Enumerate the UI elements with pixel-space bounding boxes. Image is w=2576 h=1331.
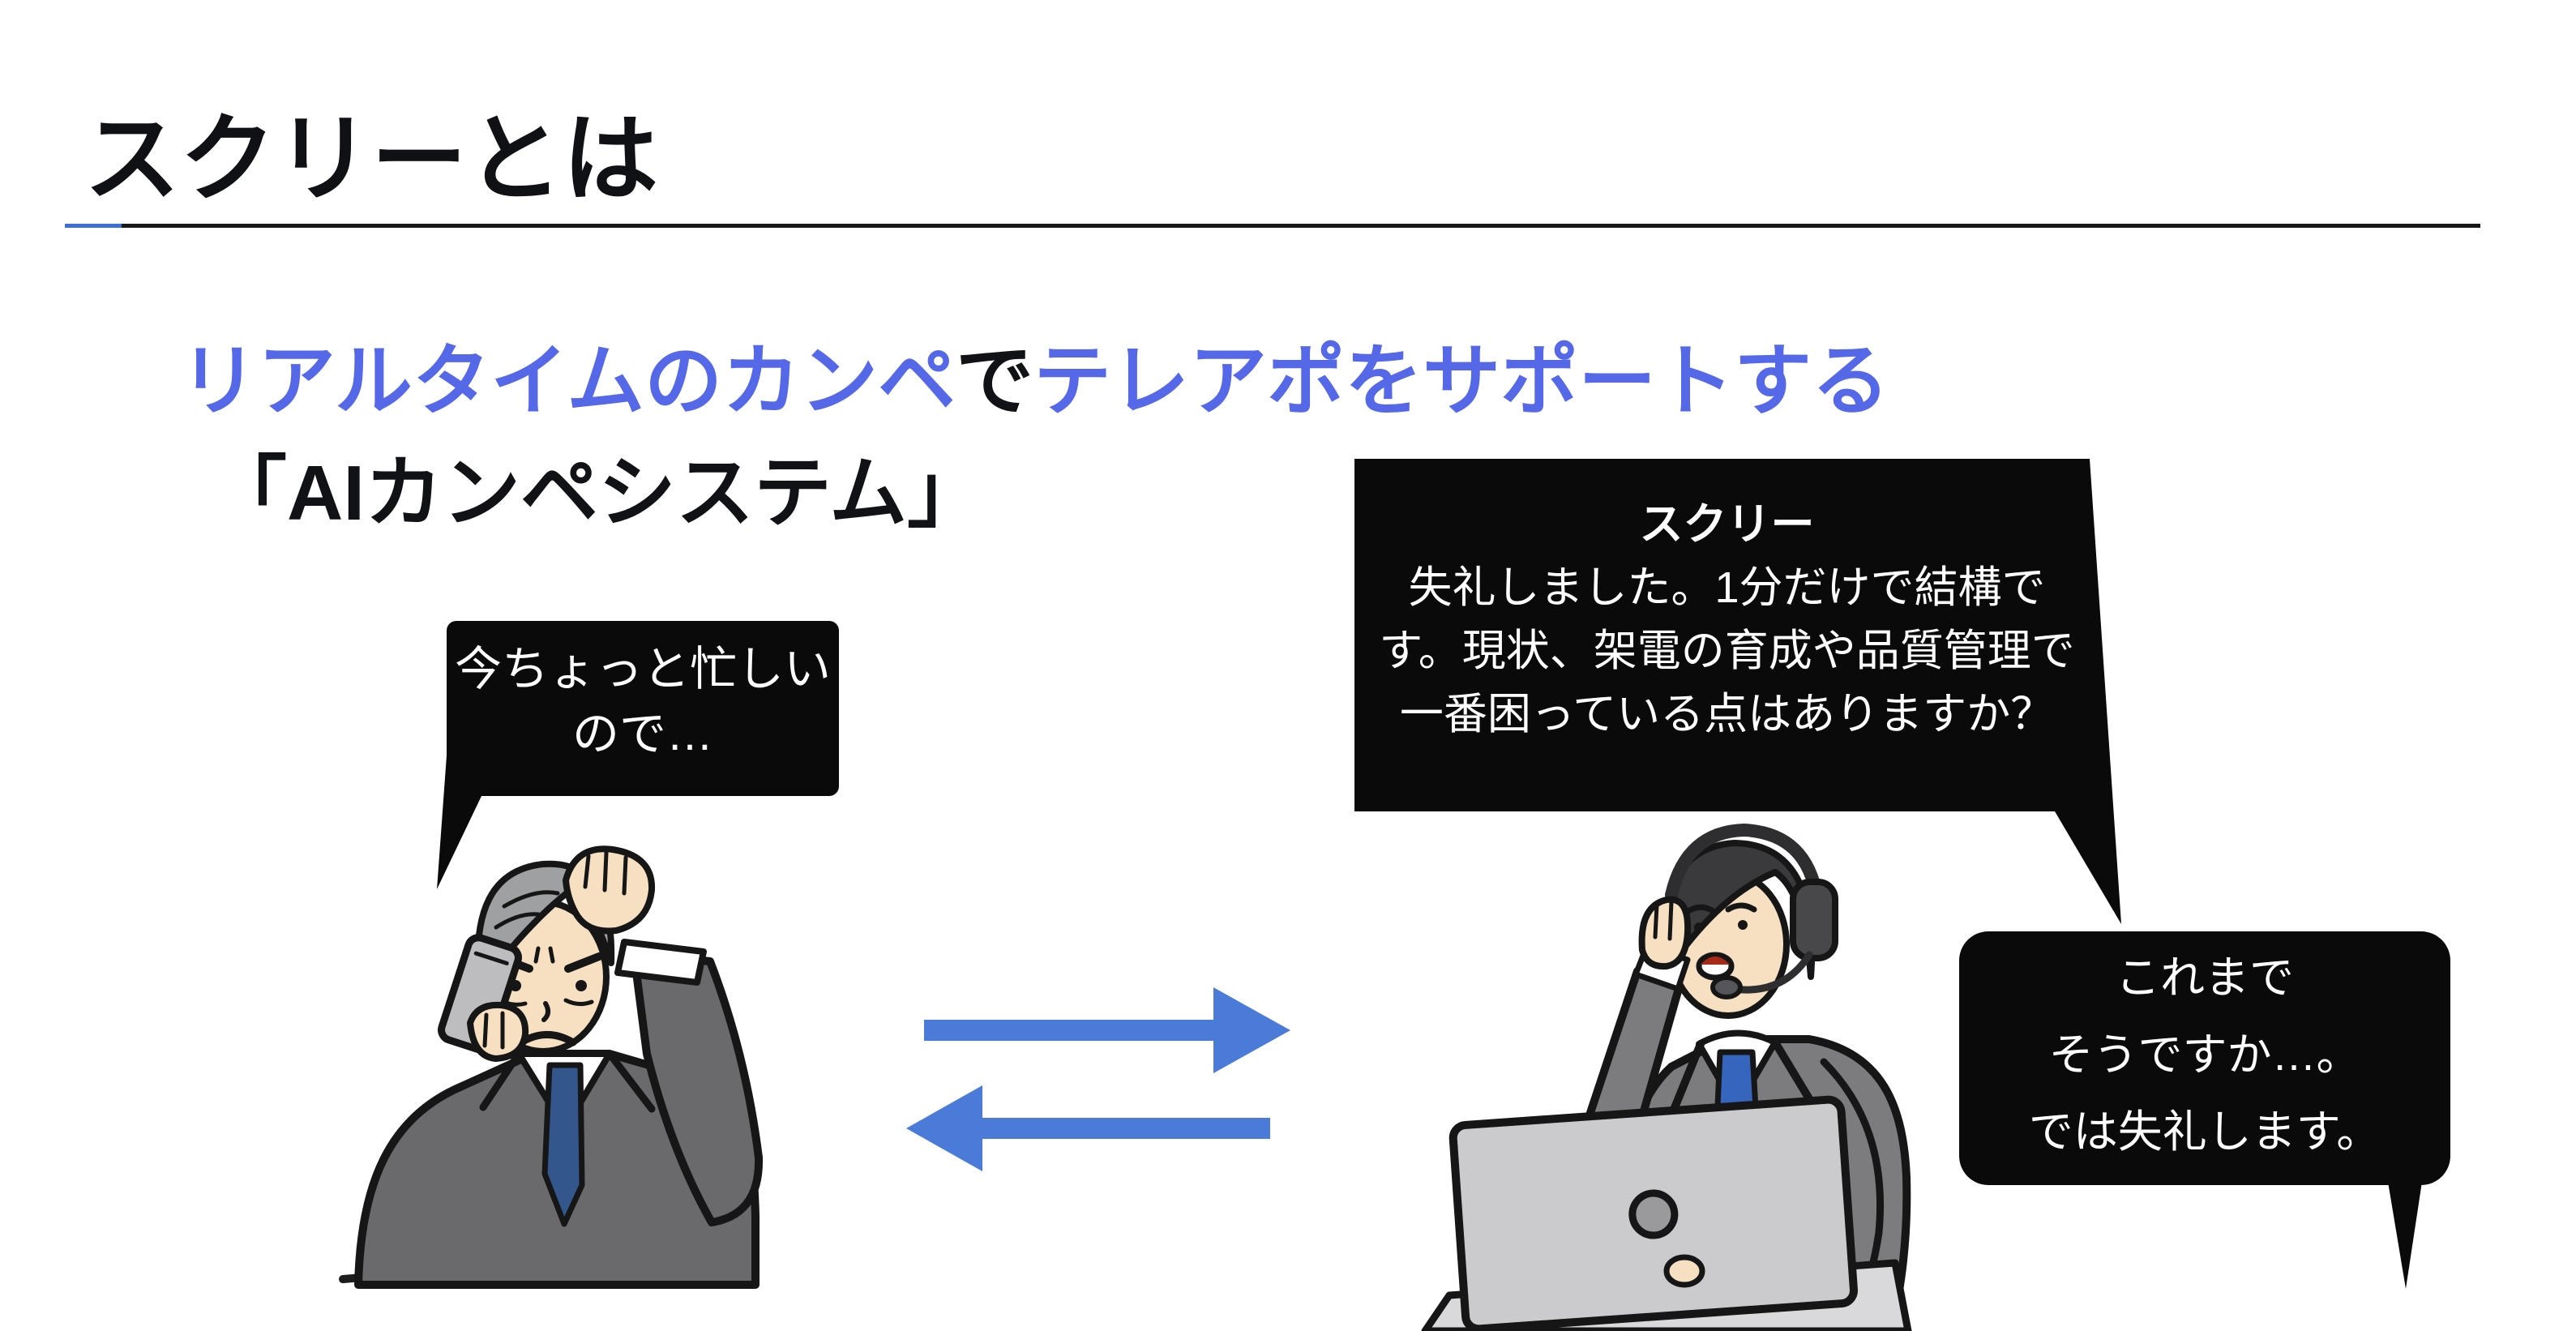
- ai-bubble-line: 一番困っている点はありますか？: [1399, 690, 2055, 738]
- heading-blue-segment-2: テレアポをサポートする: [1033, 338, 1890, 425]
- ai-bubble-shape: [1354, 459, 2121, 924]
- heading-blue-segment-1: リアルタイムのカンペ: [180, 338, 956, 425]
- ai-bubble-line: 失礼しました。1分だけで結構で: [1408, 563, 2046, 612]
- exchange-arrow-left-icon: [906, 1085, 1270, 1171]
- heading-line1: リアルタイムのカンペでテレアポをサポートする: [180, 318, 1889, 430]
- heading-line2: 「AIカンペシステム」: [209, 450, 986, 537]
- customer-bubble-line: 今ちょっと忙しい: [454, 643, 831, 695]
- customer-bubble-line: ので…: [571, 708, 713, 760]
- telemarketer-icon: [1421, 824, 1912, 1331]
- closing-bubble-line: では失礼します。: [2028, 1106, 2381, 1157]
- customer-speech-bubble: 今ちょっと忙しい ので…: [447, 621, 839, 796]
- closing-bubble-tail: [2388, 1182, 2422, 1289]
- customer-bubble-tail: [437, 755, 481, 889]
- exchange-arrow-right-icon: [924, 987, 1290, 1073]
- page-title: スクリーとは: [84, 106, 659, 213]
- closing-bubble-line: これまで: [2115, 952, 2294, 1003]
- closing-bubble-line: そうですか…。: [2048, 1029, 2361, 1080]
- ai-bubble-speaker: スクリー: [1639, 500, 1815, 549]
- heading-black-segment: で: [956, 338, 1034, 425]
- ai-prompt-speech-bubble: スクリー 失礼しました。1分だけで結構で す。現状、架電の育成や品質管理で 一番…: [1354, 459, 2099, 811]
- title-divider: [65, 224, 2480, 228]
- closing-speech-bubble: これまで そうですか…。 では失礼します。: [1959, 931, 2450, 1185]
- annoyed-businessman-icon: [354, 845, 764, 1289]
- speech-bubble-shapes: [437, 459, 2450, 1289]
- customer-bubble-shape: [447, 621, 839, 796]
- closing-bubble-shape: [1959, 931, 2450, 1185]
- ai-bubble-line: す。現状、架電の育成や品質管理で: [1379, 627, 2075, 675]
